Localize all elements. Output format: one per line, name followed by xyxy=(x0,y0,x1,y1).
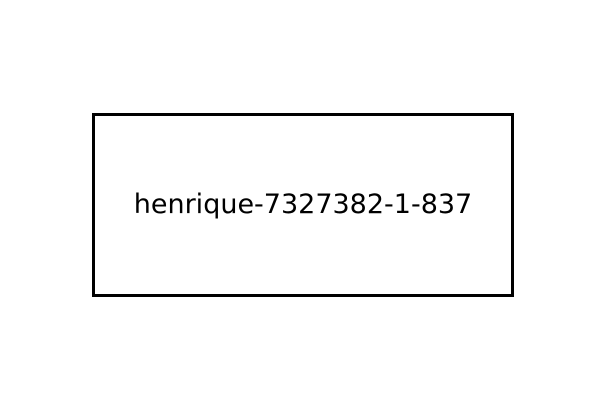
text-box: henrique-7327382-1-837 xyxy=(92,113,514,297)
box-label: henrique-7327382-1-837 xyxy=(133,188,473,220)
